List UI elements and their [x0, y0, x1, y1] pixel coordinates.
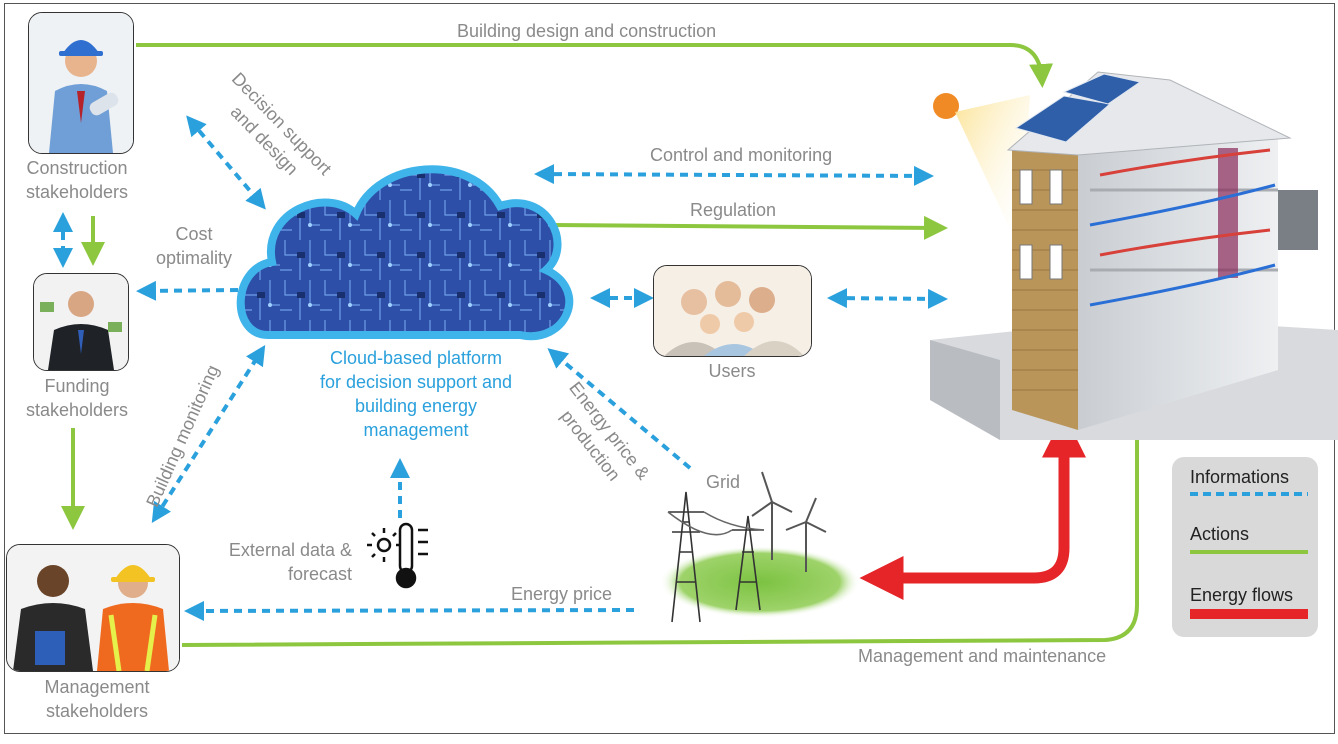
construction-photo — [28, 12, 134, 154]
legend-actions-swatch — [1190, 550, 1308, 554]
legend-informations-swatch — [1190, 492, 1308, 496]
label-management-maintenance: Management and maintenance — [858, 646, 1107, 666]
arrow-users-building — [827, 288, 948, 309]
construction-worker-icon — [29, 13, 133, 153]
label-management-stakeholders: Management stakeholders — [44, 677, 150, 721]
building-cutaway-icon — [930, 71, 1338, 440]
label-grid: Grid — [706, 472, 741, 492]
arrow-regulation — [551, 215, 948, 240]
management-photo — [6, 544, 180, 672]
label-external-data: External data & forecast — [228, 540, 352, 584]
label-funding-stakeholders: Funding stakeholders — [25, 376, 129, 420]
label-construction-stakeholders: Construction stakeholders — [25, 158, 129, 202]
legend-energy-flows: Energy flows — [1190, 585, 1294, 605]
arrow-maintenance — [181, 390, 1149, 647]
label-cloud-platform: Cloud-based platform for decision suppor… — [319, 348, 513, 440]
label-cost-optimality: Cost optimality — [155, 224, 233, 268]
legend: Informations Actions Energy flows — [1172, 457, 1318, 637]
family-icon — [654, 266, 811, 356]
arrow-control-monitoring — [534, 164, 934, 186]
arrow-decision-support — [186, 115, 266, 210]
label-regulation: Regulation — [690, 200, 777, 220]
circuit-cloud-icon — [236, 165, 574, 341]
wind-turbine-icon — [751, 471, 827, 572]
power-pylon-icon — [667, 491, 765, 623]
users-photo — [653, 265, 812, 357]
label-control-monitoring: Control and monitoring — [650, 145, 833, 165]
managers-icon — [7, 545, 179, 671]
sun-icon — [933, 93, 959, 119]
legend-energy-swatch — [1190, 609, 1308, 619]
businessman-icon — [34, 274, 128, 370]
legend-informations: Informations — [1190, 467, 1290, 487]
label-design-construction: Building design and construction — [457, 21, 717, 41]
arrow-energy-production — [547, 348, 692, 470]
label-energy-price: Energy price — [511, 584, 613, 604]
arrow-design-construction — [136, 43, 1054, 88]
arrow-cost-optimality — [136, 280, 239, 301]
arrow-energy-flow — [859, 413, 1086, 600]
arrow-building-monitoring — [151, 344, 266, 524]
thermometer-sun-icon — [367, 522, 428, 589]
funding-photo — [33, 273, 129, 371]
label-users: Users — [708, 361, 756, 381]
legend-actions: Actions — [1190, 524, 1250, 544]
arrow-energy-price — [184, 600, 635, 621]
